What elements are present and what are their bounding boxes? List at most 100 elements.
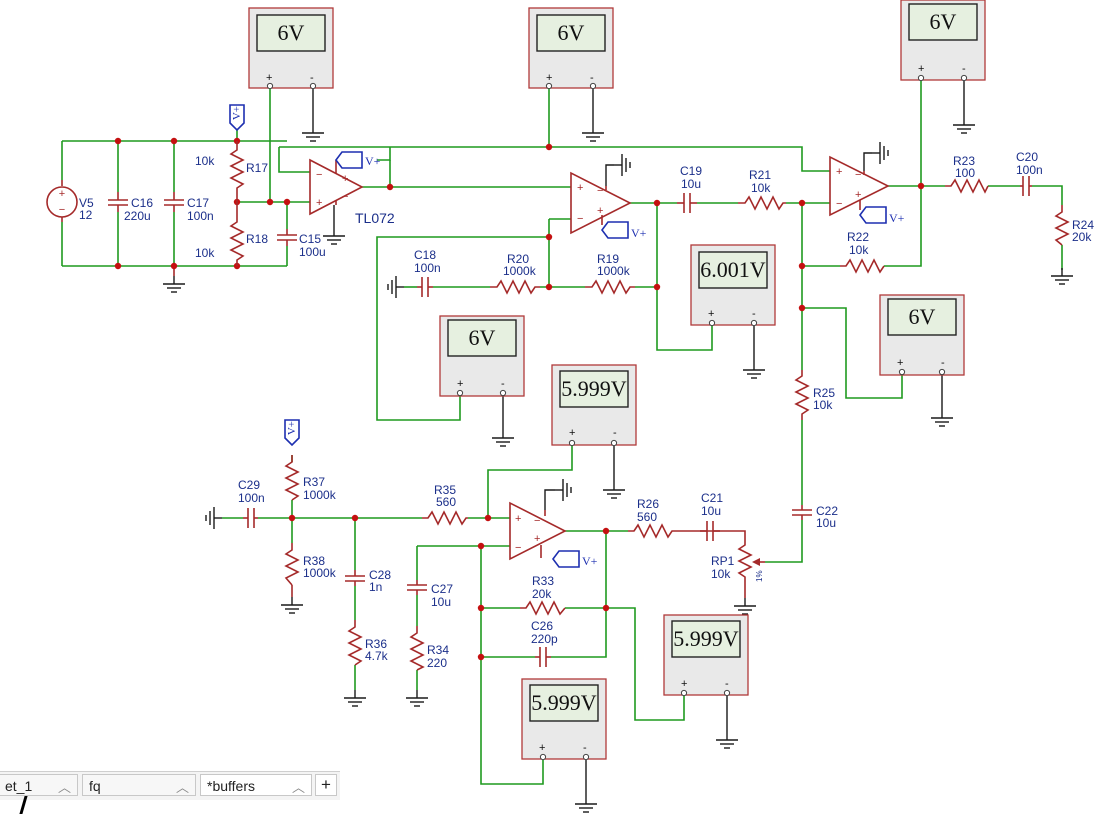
svg-text:10u: 10u <box>431 595 451 609</box>
svg-text:+: + <box>708 308 714 320</box>
svg-text:R36: R36 <box>365 637 387 651</box>
svg-text:220: 220 <box>427 656 447 670</box>
svg-text:-: - <box>962 63 966 75</box>
voltmeter-1: 6V +- <box>248 7 334 90</box>
svg-text:100u: 100u <box>299 245 326 259</box>
vplus-flag-u2: V+ <box>601 221 647 240</box>
svg-text:10u: 10u <box>701 504 721 518</box>
svg-text:-: - <box>583 742 587 754</box>
resistor-r20 <box>490 279 540 295</box>
resistor-r18 <box>229 202 245 266</box>
svg-text:−: − <box>836 198 842 210</box>
svg-text:RP1: RP1 <box>711 554 735 568</box>
svg-text:4.7k: 4.7k <box>365 649 389 663</box>
wires <box>61 78 1063 785</box>
svg-text:100n: 100n <box>1016 163 1043 177</box>
opamp-u4 <box>509 501 567 561</box>
chevron-up-icon[interactable]: ︿ <box>291 780 305 795</box>
svg-text:+: + <box>577 182 583 194</box>
voltmeter-4: 6.001V +- <box>690 244 776 327</box>
svg-text:10k: 10k <box>813 398 833 412</box>
capacitor-c26 <box>535 647 551 667</box>
svg-text:+: + <box>316 197 322 209</box>
add-tab-button[interactable]: + <box>315 774 337 796</box>
svg-text:−: − <box>855 169 861 181</box>
svg-text:220u: 220u <box>124 209 151 223</box>
svg-text:-: - <box>725 678 729 690</box>
resistor-r17 <box>229 141 245 202</box>
svg-text:100n: 100n <box>187 209 214 223</box>
svg-text:20k: 20k <box>532 587 552 601</box>
svg-text:1n: 1n <box>369 580 382 594</box>
svg-text:V+: V+ <box>582 554 598 568</box>
svg-text:C19: C19 <box>680 164 702 178</box>
resistors <box>229 141 1070 671</box>
sheet-tab-3[interactable]: *buffers ︿ <box>200 774 312 796</box>
voltmeters: 6V +- 6V +- 6V +- 6.001V +- 6V +- <box>248 0 986 761</box>
svg-text:R38: R38 <box>303 554 325 568</box>
resistor-r37 <box>284 455 300 501</box>
capacitor-c20 <box>1020 176 1032 196</box>
svg-text:TL072: TL072 <box>355 210 395 226</box>
svg-text:R26: R26 <box>637 497 659 511</box>
svg-text:C15: C15 <box>299 232 321 246</box>
resistor-r35 <box>422 510 468 526</box>
chevron-up-icon[interactable]: ︿ <box>57 780 71 795</box>
svg-text:+: + <box>897 357 903 369</box>
svg-text:R23: R23 <box>953 154 975 168</box>
svg-text:560: 560 <box>637 510 657 524</box>
vplus-flag-u4: V+ <box>552 550 598 568</box>
svg-text:6V: 6V <box>558 20 585 45</box>
svg-text:6V: 6V <box>930 9 957 34</box>
sheet-tab-label: *buffers <box>207 778 255 794</box>
capacitor-c17 <box>164 192 184 212</box>
svg-text:+: + <box>59 188 65 200</box>
svg-text:C16: C16 <box>131 196 153 210</box>
sheet-tab-2[interactable]: fq ︿ <box>82 774 196 796</box>
svg-text:220p: 220p <box>531 632 558 646</box>
svg-text:+: + <box>534 533 540 545</box>
svg-text:+: + <box>539 742 545 754</box>
svg-text:-: - <box>501 378 505 390</box>
svg-text:−: − <box>342 191 348 203</box>
svg-text:R17: R17 <box>246 161 268 175</box>
vplus-flag-u1: V+ <box>335 151 381 169</box>
svg-text:V+: V+ <box>231 106 243 120</box>
svg-text:R35: R35 <box>434 483 456 497</box>
ground-wires <box>162 78 1074 813</box>
resistor-r36 <box>347 620 363 666</box>
svg-text:-: - <box>941 357 945 369</box>
capacitors <box>108 176 1032 667</box>
svg-text:20k: 20k <box>1072 230 1092 244</box>
svg-text:C29: C29 <box>238 478 260 492</box>
resistor-r22 <box>840 258 885 274</box>
svg-text:R33: R33 <box>532 574 554 588</box>
svg-text:C22: C22 <box>816 504 838 518</box>
voltage-source-v5: + − <box>46 180 78 222</box>
svg-text:1000k: 1000k <box>303 488 337 502</box>
capacitor-c22 <box>792 505 812 520</box>
capacitor-c28 <box>345 570 365 586</box>
resistor-r38 <box>284 543 300 586</box>
svg-text:+: + <box>515 513 521 525</box>
svg-text:100n: 100n <box>414 261 441 275</box>
resistor-r24 <box>1054 205 1070 246</box>
vplus-flag-2: V+ <box>284 419 300 447</box>
voltmeter-2: 6V +- <box>528 7 614 90</box>
svg-text:-: - <box>590 72 594 84</box>
svg-text:+: + <box>457 378 463 390</box>
svg-text:10k: 10k <box>195 246 215 260</box>
voltmeter-7: 5.999V +- <box>551 364 637 447</box>
chevron-up-icon[interactable]: ︿ <box>175 780 189 795</box>
svg-text:+: + <box>681 678 687 690</box>
svg-text:10u: 10u <box>816 516 836 530</box>
capacitor-c18 <box>417 277 433 297</box>
svg-text:1000k: 1000k <box>503 264 537 278</box>
capacitor-c15 <box>277 229 297 246</box>
svg-text:+: + <box>266 72 272 84</box>
svg-text:R19: R19 <box>597 252 619 266</box>
svg-text:+: + <box>836 166 842 178</box>
sheet-tab-1[interactable]: et_1 ︿ <box>0 774 78 796</box>
voltmeter-6: 6V +- <box>439 315 525 397</box>
